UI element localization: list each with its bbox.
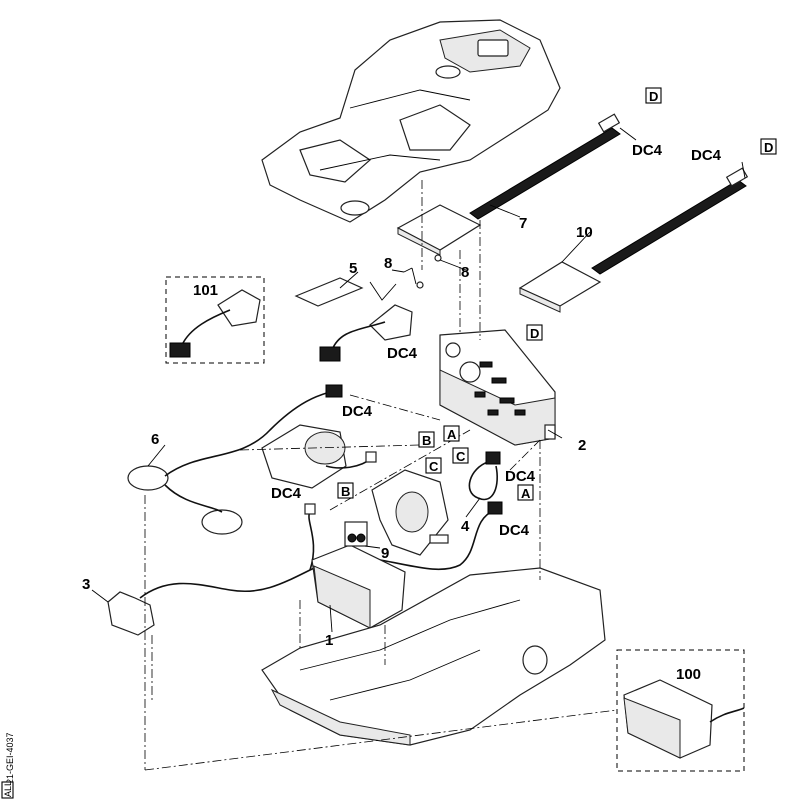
plate-5: [294, 277, 364, 307]
svg-text:A: A: [447, 427, 457, 442]
connector-dc4-battery: DC4: [499, 522, 530, 539]
battery-pack-1: [311, 544, 406, 629]
tag-c-wire: C: [452, 447, 469, 464]
screws-8: [369, 254, 442, 301]
callout-8b: 8: [461, 264, 469, 281]
tag-c-motor: C: [425, 457, 442, 474]
svg-text:D: D: [649, 89, 658, 104]
callout-6: 6: [151, 431, 159, 448]
drawing-reference-id: 0821-GEI-4037: [5, 732, 15, 794]
callout-leader-lines: [91, 127, 746, 633]
top-cover-housing: [261, 19, 561, 223]
callout-7: 7: [519, 215, 527, 232]
harness-101: [169, 289, 261, 358]
detail-box-100: [616, 649, 745, 772]
connector-dc4-wire-4: DC4: [505, 468, 536, 485]
connector-dc4-harness-6: DC4: [342, 403, 373, 420]
drive-motor-left: [261, 424, 377, 489]
tag-a-module: A: [443, 425, 460, 442]
callout-10: 10: [576, 224, 593, 241]
assembly-guide-lines: [144, 180, 618, 771]
base-chassis: [261, 567, 606, 746]
detail-box-101: [165, 276, 265, 364]
connector-dc4-motor: DC4: [271, 485, 302, 502]
callout-5: 5: [349, 260, 357, 277]
tag-a-battery: A: [517, 484, 534, 501]
callout-1: 1: [325, 632, 333, 649]
svg-text:C: C: [429, 459, 439, 474]
connector-dc4-harness: DC4: [387, 345, 418, 362]
tag-d-right: D: [760, 138, 777, 155]
control-module-assembly: [439, 329, 556, 446]
tag-d-top: D: [645, 87, 662, 104]
battery-pack-100: [623, 679, 745, 759]
callout-3: 3: [82, 576, 90, 593]
svg-text:A: A: [521, 486, 531, 501]
code-stamp: ALL: [1, 781, 14, 799]
svg-text:ALL: ALL: [3, 781, 13, 797]
callout-101: 101: [193, 282, 218, 299]
ribbon-cable-7: [396, 113, 621, 256]
svg-text:B: B: [341, 484, 350, 499]
tag-b-module: B: [418, 431, 435, 448]
drive-motor-right: [371, 469, 449, 556]
connector-dc4-cable-7: DC4: [632, 142, 663, 159]
ribbon-cable-10: [518, 167, 749, 313]
callout-100: 100: [676, 666, 701, 683]
callout-8a: 8: [384, 255, 392, 272]
tag-b-harness: B: [337, 482, 354, 499]
harness-6: [127, 384, 343, 535]
warning-label-9: [344, 521, 368, 547]
callout-9: 9: [381, 545, 389, 562]
callout-4: 4: [461, 518, 470, 535]
connector-dc4-cable-10: DC4: [691, 147, 722, 164]
tag-d-module: D: [526, 324, 543, 341]
callout-2: 2: [578, 437, 586, 454]
svg-text:C: C: [456, 449, 466, 464]
harness-dc4-center: [319, 304, 413, 362]
sensor-wire-4: [468, 451, 501, 501]
svg-text:D: D: [764, 140, 773, 155]
svg-text:D: D: [530, 326, 539, 341]
svg-text:B: B: [422, 433, 431, 448]
